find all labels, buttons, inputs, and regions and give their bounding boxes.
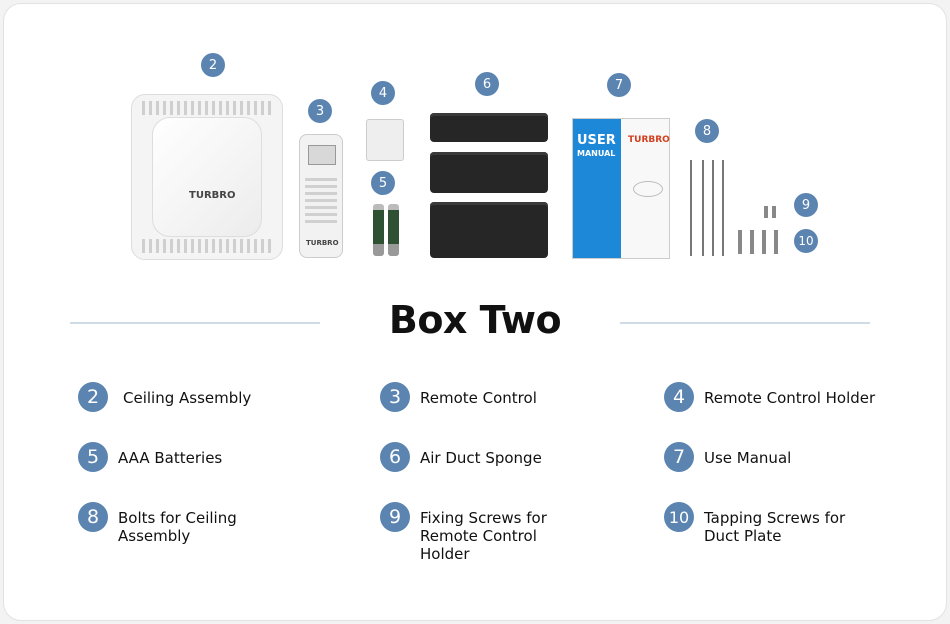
- image-badge-6: 6: [475, 72, 499, 96]
- tapping-screw-image: [774, 230, 778, 254]
- image-badge-2: 2: [201, 53, 225, 77]
- legend-label: Use Manual: [704, 449, 792, 467]
- legend-label: AAA Batteries: [118, 449, 223, 467]
- bolt-image: [690, 160, 692, 256]
- air-duct-sponge-image: [430, 152, 548, 193]
- remote-control-image: TURBRO: [299, 134, 343, 258]
- image-badge-8: 8: [695, 119, 719, 143]
- user-manual-image: USER MANUAL TURBRO: [572, 118, 670, 259]
- legend-badge: 8: [78, 502, 108, 532]
- bolt-image: [702, 160, 704, 256]
- air-duct-sponge-image: [430, 202, 548, 258]
- page-title: Box Two: [388, 298, 562, 342]
- remote-holder-image: [366, 119, 404, 161]
- tapping-screw-image: [750, 230, 754, 254]
- image-badge-5: 5: [371, 171, 395, 195]
- turbro-logo: TURBRO: [189, 190, 236, 201]
- legend-badge: 2: [78, 382, 108, 412]
- remote-logo: TURBRO: [306, 239, 339, 247]
- tapping-screw-image: [762, 230, 766, 254]
- image-badge-7: 7: [607, 73, 631, 97]
- battery-image: [373, 204, 384, 256]
- bolt-image: [722, 160, 724, 256]
- image-badge-4: 4: [371, 81, 395, 105]
- image-badge-3: 3: [308, 99, 332, 123]
- legend-badge: 6: [380, 442, 410, 472]
- legend-badge: 7: [664, 442, 694, 472]
- legend-badge: 3: [380, 382, 410, 412]
- ceiling-assembly-image: TURBRO: [131, 94, 283, 260]
- legend-badge: 10: [664, 502, 694, 532]
- battery-image: [388, 204, 399, 256]
- image-badge-10: 10: [794, 229, 818, 253]
- legend-label: Air Duct Sponge: [420, 449, 542, 467]
- legend-label: Tapping Screws for Duct Plate: [704, 509, 846, 545]
- divider-right: [620, 322, 870, 324]
- legend-label: Bolts for Ceiling Assembly: [118, 509, 237, 545]
- legend-label: Remote Control Holder: [704, 389, 876, 407]
- legend-badge: 4: [664, 382, 694, 412]
- fixing-screw-image: [772, 206, 776, 218]
- tapping-screw-image: [738, 230, 742, 254]
- legend-label: Remote Control: [420, 389, 537, 407]
- legend-label: Fixing Screws for Remote Control Holder: [420, 509, 547, 563]
- bolt-image: [712, 160, 714, 256]
- fixing-screw-image: [764, 206, 768, 218]
- legend-label: Ceiling Assembly: [123, 389, 252, 407]
- legend-badge: 9: [380, 502, 410, 532]
- air-duct-sponge-image: [430, 113, 548, 142]
- image-badge-9: 9: [794, 193, 818, 217]
- divider-left: [70, 322, 320, 324]
- legend-badge: 5: [78, 442, 108, 472]
